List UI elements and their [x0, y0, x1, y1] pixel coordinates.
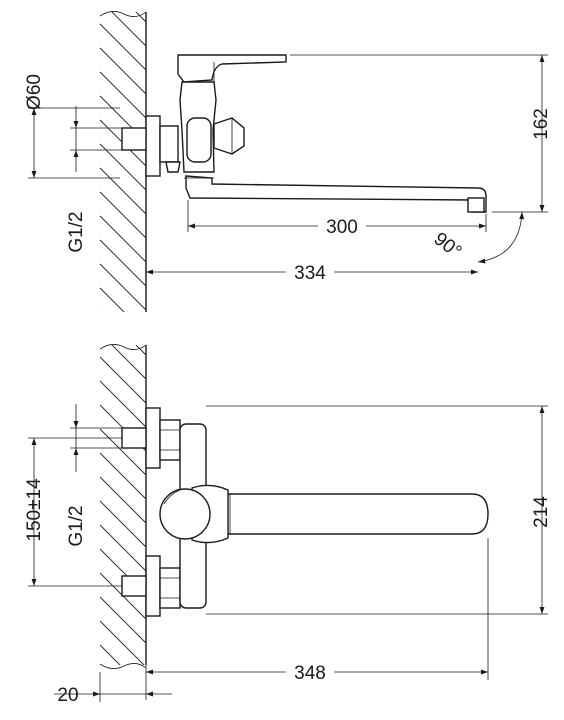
dim-thread-label-front: G1/2 — [66, 505, 87, 546]
wall-hatch-line — [100, 143, 146, 191]
wall-hatch-line — [100, 596, 146, 644]
wall-hatch-line — [111, 345, 146, 380]
cartridge-disk-front — [159, 488, 211, 540]
wall-hatch-line — [100, 71, 146, 119]
wall-hatch-line — [100, 380, 146, 428]
wall-hatch-line — [100, 239, 146, 287]
wall-flange-top — [145, 115, 161, 177]
wall-hatch-line — [100, 428, 146, 476]
wall-hatch-line — [100, 287, 125, 312]
hex-nut-lower — [159, 567, 181, 609]
dim-angle-label: 90° — [430, 229, 466, 263]
wall-hatch-line — [135, 12, 146, 23]
wall-hatch-line — [100, 452, 146, 500]
wall-hatch-line — [100, 476, 146, 524]
wall-hatch-line — [100, 644, 121, 665]
wall-break-front — [99, 344, 147, 350]
wall-hatch-line — [100, 47, 146, 95]
inlet-nipple-upper — [121, 427, 147, 449]
hex-nut-upper — [159, 419, 181, 461]
dim-spout-length-label: 300 — [326, 217, 358, 238]
wall-hatch-line — [100, 620, 145, 665]
front-view: 150±14 G1/2 214 348 20 — [24, 285, 552, 715]
dim-total-length-label-front: 348 — [294, 663, 326, 684]
wall-hatching-front — [100, 285, 146, 715]
dim-height-label-front: 214 — [531, 496, 552, 528]
body-ring-top — [186, 117, 212, 163]
wall-hatch-line — [100, 23, 146, 71]
wall-hatch-line — [100, 356, 146, 404]
dim-total-length-label-top: 334 — [294, 263, 326, 284]
wall-hatch-line — [100, 167, 146, 215]
wall-hatch-line — [100, 215, 146, 263]
wall-hatching-top — [100, 12, 146, 312]
dim-diameter-label: Ø60 — [24, 74, 45, 110]
aerator-top — [467, 197, 485, 213]
wall-hatch-line — [100, 500, 146, 548]
dim-arc-angle — [477, 211, 525, 264]
hex-nut-top — [159, 125, 179, 163]
lever-handle-top — [177, 54, 287, 83]
wall-hatch-line — [100, 191, 146, 239]
inlet-nipple-top — [121, 127, 147, 151]
wall-break-top — [99, 11, 147, 17]
wall-hatch-line — [100, 285, 146, 331]
wall-break-front-bottom — [99, 663, 147, 669]
inlet-nipple-lower — [121, 575, 147, 597]
wall-flange-lower — [145, 555, 161, 617]
diverter-knob-top — [213, 117, 245, 155]
top-view: Ø60 G1/2 162 300 90° 334 — [24, 11, 552, 312]
dim-thread-label-top: G1/2 — [66, 211, 87, 252]
dim-centers-label: 150±14 — [24, 478, 45, 542]
wall-hatch-line — [100, 311, 101, 312]
wall-hatch-line — [100, 669, 146, 715]
dim-offset-label: 20 — [57, 685, 78, 706]
dim-height-label-top: 162 — [531, 108, 552, 140]
wall-flange-upper — [145, 407, 161, 469]
spout-top — [185, 175, 487, 213]
wall-hatch-line — [135, 345, 146, 356]
eccentric-top — [165, 161, 181, 173]
wall-hatch-line — [111, 12, 146, 47]
wall-hatch-line — [100, 263, 146, 311]
spout-front — [213, 493, 489, 535]
wall-hatch-line — [100, 524, 146, 572]
